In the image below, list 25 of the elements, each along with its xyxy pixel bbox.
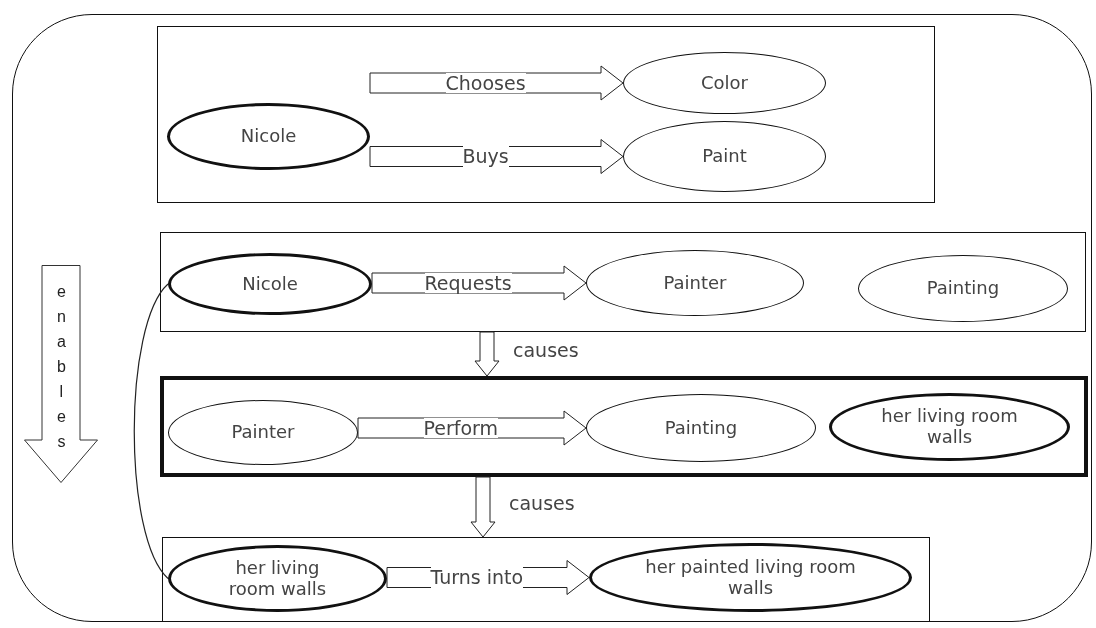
edge-label: causes	[513, 339, 579, 361]
node-label: Painting	[664, 417, 738, 439]
node-label: her painted living room walls	[644, 556, 857, 599]
block-arrow	[24, 265, 98, 483]
block-arrow	[474, 331, 500, 377]
edge-label: Turns into	[430, 567, 524, 588]
node-label: Painter	[231, 422, 295, 443]
node-label: her living room walls	[227, 557, 328, 600]
node-label: her living room walls	[880, 406, 1019, 448]
concept-ellipse	[168, 545, 387, 612]
node-label: Nicole	[240, 126, 297, 147]
block-arrow	[470, 476, 496, 538]
node-label: enables	[57, 282, 66, 452]
node-label: Color	[701, 72, 748, 94]
node-label: Painter	[663, 272, 727, 294]
node-label: Painting	[926, 278, 1000, 299]
node-label: Nicole	[242, 273, 298, 295]
edge-label: Buys	[462, 146, 509, 167]
connector-line	[133, 283, 169, 580]
concept-ellipse	[168, 253, 372, 315]
edge-label: causes	[509, 492, 575, 514]
concept-ellipse	[167, 103, 370, 170]
concept-ellipse	[589, 543, 912, 612]
concept-ellipse	[829, 393, 1070, 461]
node-label: Paint	[702, 146, 747, 167]
